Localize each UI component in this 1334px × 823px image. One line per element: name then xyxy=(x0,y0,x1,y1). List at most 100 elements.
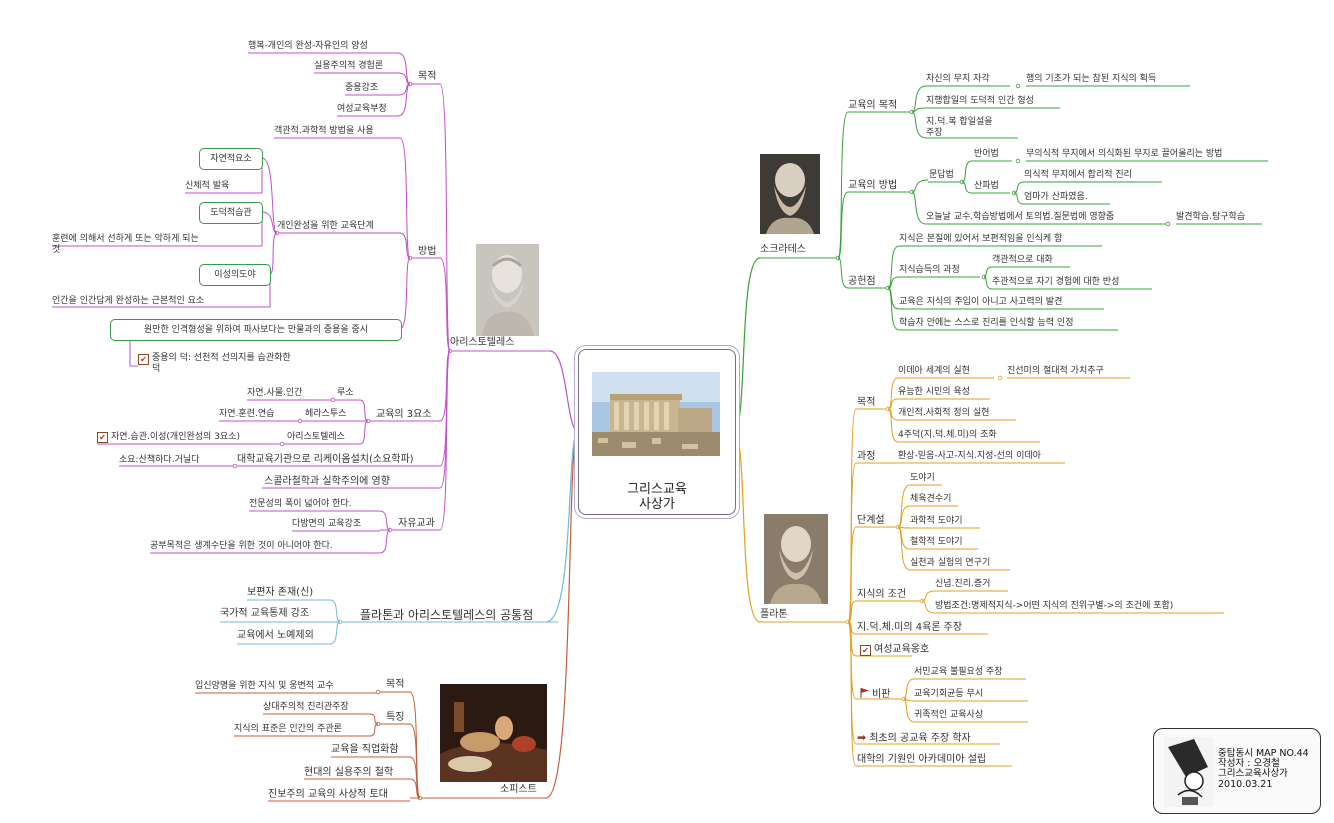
sophist-other-item[interactable]: 현대의 실용주의 철학 xyxy=(304,767,394,778)
plato-process-label[interactable]: 과정 xyxy=(857,451,876,462)
critique-item[interactable]: 서민교육 불필요성 주장 xyxy=(914,667,1003,677)
socrates-method-influence[interactable]: 오늘날 교수.학습방법에서 토의법.질문법에 영향줌 xyxy=(926,212,1115,222)
socrates-goal-sub[interactable]: 행의 기초가 되는 참된 지식의 획득 xyxy=(1026,74,1157,84)
plato-stage-item[interactable]: 철학적 도야기 xyxy=(910,537,963,547)
knowledge-process-item[interactable]: 주관적으로 자기 경험에 대한 반성 xyxy=(992,277,1120,287)
checkbox-icon: ✔ xyxy=(138,354,149,365)
connector-line xyxy=(887,287,900,331)
socrates-contrib-item[interactable]: 학습자 안에는 스스로 진리를 인식할 능력 인정 xyxy=(899,318,1074,328)
common-point-item[interactable]: 교육에서 노예제외 xyxy=(237,630,314,641)
three-elements-source[interactable]: ✔자연.습관.이성(개인완성의 3요소) xyxy=(97,431,240,443)
moderation-note[interactable]: ✔중용의 덕: 선천적 선의지를 습관화한 덕 xyxy=(138,353,291,375)
natural-element-box[interactable]: 자연적요소 xyxy=(199,148,263,170)
socrates-contrib-item[interactable]: 지식은 본질에 있어서 보편적임을 인식케 함 xyxy=(899,234,1063,244)
plato-stage-item[interactable]: 실천과 실험의 연구기 xyxy=(910,558,991,568)
three-elements-person[interactable]: 루소 xyxy=(337,388,354,398)
plato-purpose-item[interactable]: 개인적.사회적 정의 실현 xyxy=(898,408,990,418)
moderation-box[interactable]: 원만한 인격형성을 위하여 파사보다는 만물과의 중용을 중시 xyxy=(110,319,402,341)
socrates-goal-label[interactable]: 교육의 목적 xyxy=(848,100,898,111)
lyceum-label[interactable]: 대학교육기관으로 리케이옴설치(소요학파) xyxy=(237,454,414,465)
aristotle-method-label[interactable]: 방법 xyxy=(418,246,437,257)
moral-habit-box[interactable]: 도덕적습관 xyxy=(199,202,263,224)
reason-cultivation-desc[interactable]: 인간을 인간답게 완성하는 근본적인 요소 xyxy=(52,296,205,306)
lyceum-note[interactable]: 소요:산책하다.거닐다 xyxy=(119,455,200,465)
plato-purpose-item[interactable]: 유능한 시민의 육성 xyxy=(898,387,970,397)
three-elements-person[interactable]: 아리스토텔레스 xyxy=(287,432,345,442)
aristotle-purpose-item[interactable]: 실용주의적 경험론 xyxy=(314,61,384,71)
socrates-method-influence-sub[interactable]: 발견학습.탐구학습 xyxy=(1176,212,1246,222)
plato-purpose-label[interactable]: 목적 xyxy=(857,397,876,408)
aristotle-purpose-item[interactable]: 중용강조 xyxy=(345,83,379,93)
sophist-trait-item[interactable]: 상대주의적 진리관주장 xyxy=(263,702,349,712)
knowledge-condition-label[interactable]: 지식의 조건 xyxy=(857,589,907,600)
knowledge-condition-item[interactable]: 방법조건:명제적지식->어떤 지식의 진위구별->의 조건에 포함) xyxy=(935,601,1174,611)
knowledge-process-item[interactable]: 객관적으로 대화 xyxy=(992,255,1053,265)
three-elements-source[interactable]: 자연.훈련.연습 xyxy=(219,409,275,419)
plato-stages-label[interactable]: 단계설 xyxy=(857,515,885,526)
academy-item[interactable]: 대학의 기원인 아카데미아 설립 xyxy=(857,754,987,765)
socrates-goal-item[interactable]: 지행합일의 도덕적 인간 형성 xyxy=(926,96,1034,106)
women-education[interactable]: ✔여성교육옹호 xyxy=(860,644,929,656)
socrates-goal-item[interactable]: 자신의 무지 자각 xyxy=(926,74,990,84)
plato-process-item[interactable]: 환상-믿음-사고-지식.지성-선의 이데아 xyxy=(898,451,1041,461)
liberal-arts-item[interactable]: 전문성의 폭이 넓어야 한다. xyxy=(249,499,352,509)
moral-habit-desc[interactable]: 훈련에 의해서 선하게 또는 악하게 되는 것 xyxy=(52,234,199,255)
liberal-arts-item[interactable]: 다방면의 교육강조 xyxy=(292,519,362,529)
sophist-label[interactable]: 소피스트 xyxy=(500,784,537,795)
aristotle-method-item[interactable]: 객관적.과학적 방법을 사용 xyxy=(274,126,374,136)
socrates-label[interactable]: 소크라테스 xyxy=(760,244,806,255)
three-elements-label[interactable]: 교육의 3요소 xyxy=(376,409,432,420)
common-point-item[interactable]: 국가적 교육통제 강조 xyxy=(220,608,310,619)
common-point-item[interactable]: 보편자 존재(신) xyxy=(247,587,314,598)
socrates-method-label[interactable]: 교육의 방법 xyxy=(848,180,898,191)
dialogue-method[interactable]: 문답법 xyxy=(929,170,954,180)
four-education-theory[interactable]: 지.덕.체.미의 4육론 주장 xyxy=(857,622,963,633)
critique-label[interactable]: 비판 xyxy=(860,687,890,701)
aristotle-purpose-label[interactable]: 목적 xyxy=(418,71,437,82)
sophist-purpose-label[interactable]: 목적 xyxy=(386,679,405,690)
connector-line xyxy=(911,179,929,193)
sophist-trait-item[interactable]: 지식의 표준은 인간의 주관론 xyxy=(234,724,342,734)
aristotle-label[interactable]: 아리스토텔레스 xyxy=(450,337,515,348)
maieutic-desc[interactable]: 의식적 무지에서 합리적 진리 xyxy=(1024,170,1132,180)
common-points-label[interactable]: 플라톤과 아리스토텔레스의 공통점 xyxy=(360,608,534,622)
maieutic-note[interactable]: 엄마가 산파였음. xyxy=(1024,192,1088,202)
plato-stage-item[interactable]: 체육견수기 xyxy=(910,494,952,504)
socrates-goal-item[interactable]: 지.덕.복 합일설을 주장 xyxy=(926,117,993,138)
plato-purpose-item[interactable]: 이데아 세계의 실현 xyxy=(898,366,970,376)
connector-node xyxy=(1165,221,1171,227)
sophist-other-item[interactable]: 진보주의 교육의 사상적 토대 xyxy=(268,789,388,800)
aristotle-purpose-item[interactable]: 행복-개인의 완성-자유인의 양성 xyxy=(248,41,368,51)
connector-node xyxy=(297,418,303,424)
plato-stage-item[interactable]: 과학적 도야기 xyxy=(910,516,963,526)
sophist-purpose-item[interactable]: 입신양명을 위한 지식 및 웅변적 교수 xyxy=(195,681,334,691)
central-topic[interactable]: 그리스교육 사상가 xyxy=(578,349,736,515)
aristotle-purpose-item[interactable]: 여성교육부정 xyxy=(337,104,387,114)
plato-purpose-item[interactable]: 4주덕(지.덕.체.미)의 조화 xyxy=(898,430,997,440)
irony-method[interactable]: 반어법 xyxy=(974,149,999,159)
socrates-contrib-item[interactable]: 교육은 지식의 주입이 아니고 사고력의 발견 xyxy=(899,297,1063,307)
plato-purpose-ideal[interactable]: 진선미의 절대적 가치추구 xyxy=(1007,366,1104,376)
socrates-contrib-item[interactable]: 지식습득의 과정 xyxy=(899,265,960,275)
irony-method-desc[interactable]: 무의식적 무지에서 의식화된 무지로 끌어올리는 방법 xyxy=(1026,149,1223,159)
maieutic-method[interactable]: 산파법 xyxy=(974,181,999,191)
three-elements-source[interactable]: 자연.사물.인간 xyxy=(247,388,303,398)
reason-cultivation-box[interactable]: 이성의도야 xyxy=(199,264,271,286)
sophist-traits-label[interactable]: 특징 xyxy=(386,712,405,723)
plato-label[interactable]: 플라톤 xyxy=(760,609,788,620)
knowledge-condition-item[interactable]: 신념.진리.증거 xyxy=(935,579,991,589)
critique-item[interactable]: 귀족적인 교육사상 xyxy=(914,710,984,720)
socrates-contrib-label[interactable]: 공헌점 xyxy=(848,276,876,287)
three-elements-person[interactable]: 헤라스투스 xyxy=(305,409,347,419)
central-topic-title: 그리스교육 사상가 xyxy=(627,482,687,512)
aristotle-stages-label[interactable]: 개인완성을 위한 교육단계 xyxy=(277,221,374,231)
public-education-item[interactable]: ➡최초의 공교육 주장 학자 xyxy=(857,731,971,745)
liberal-arts-item[interactable]: 공부목적은 생계수단을 위한 것이 아니어야 한다. xyxy=(150,541,333,551)
influence-label[interactable]: 스콜라철학과 실학주의에 영향 xyxy=(264,476,390,487)
connector-line xyxy=(911,111,927,139)
plato-stage-item[interactable]: 도야기 xyxy=(910,473,935,483)
sophist-other-item[interactable]: 교육을 직업화함 xyxy=(331,744,399,755)
natural-element-desc[interactable]: 신체적 발육 xyxy=(185,181,230,191)
critique-item[interactable]: 교육기회균등 무시 xyxy=(914,689,984,699)
liberal-arts-label[interactable]: 자유교과 xyxy=(398,518,435,529)
